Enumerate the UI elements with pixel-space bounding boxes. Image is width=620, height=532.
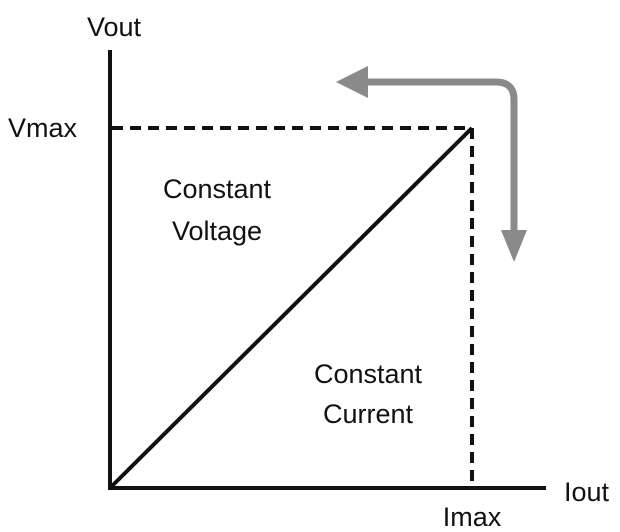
- arrow-left-head: [336, 66, 368, 98]
- y-axis-label: Vout: [87, 12, 142, 42]
- constant-voltage-label-line2: Voltage: [172, 216, 262, 246]
- x-axis-label: Iout: [564, 477, 610, 507]
- constant-current-label-line1: Constant: [314, 359, 423, 389]
- constant-voltage-label-line1: Constant: [163, 174, 272, 204]
- vmax-label: Vmax: [8, 113, 78, 143]
- load-line: [108, 126, 474, 490]
- arrow-down-head: [501, 230, 527, 262]
- constant-current-label-line2: Current: [323, 399, 414, 429]
- imax-label: Imax: [443, 502, 502, 532]
- arrow-path: [364, 78, 518, 232]
